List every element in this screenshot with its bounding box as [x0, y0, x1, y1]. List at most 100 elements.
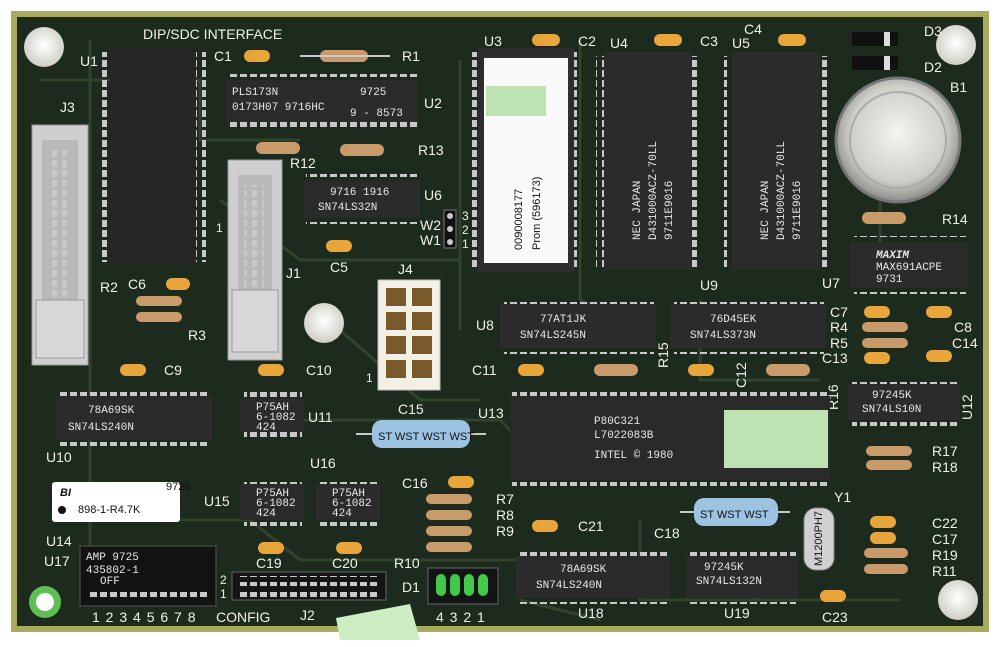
capacitor-c22: [870, 516, 896, 528]
label-u3: U3: [484, 33, 502, 49]
u5-ram: NEC JAPAN D431000ACZ-70LL 9711E9016: [724, 52, 828, 270]
board-title: DIP/SDC INTERFACE: [143, 26, 282, 42]
label-w-pin3: 3: [462, 209, 469, 223]
connector-j4[interactable]: [377, 279, 441, 391]
label-r10: R10: [394, 555, 420, 571]
diode-d3: [852, 32, 898, 46]
label-j2-pin2: 2: [220, 573, 227, 587]
label-c12: C12: [733, 362, 749, 388]
svg-text:9711E9016: 9711E9016: [792, 181, 804, 240]
label-r5: R5: [830, 335, 848, 351]
u9-ic: 76D45EK SN74LS373N: [670, 298, 826, 354]
resistor-r2: [136, 296, 182, 306]
mounting-hole-bottom-right: [938, 580, 978, 620]
svg-text:97245K: 97245K: [704, 562, 744, 574]
capacitor-c6: [166, 278, 190, 290]
d1-led-numbers: 4 3 2 1: [436, 609, 485, 625]
svg-text:D431000ACZ-70LL: D431000ACZ-70LL: [648, 141, 660, 240]
svg-text:76D45EK: 76D45EK: [710, 314, 757, 326]
label-r15: R15: [655, 342, 671, 368]
label-w1: W1: [420, 232, 441, 248]
svg-text:9711E9016: 9711E9016: [664, 181, 676, 240]
u7-ic: MAXIM MAX691ACPE 9731: [850, 236, 968, 294]
svg-text:0090008177: 0090008177: [513, 189, 525, 250]
svg-text:435802-1: 435802-1: [86, 565, 139, 577]
label-c11: C11: [472, 362, 497, 378]
label-u14: U14: [46, 533, 72, 549]
svg-text:SN74LS10N: SN74LS10N: [862, 404, 921, 416]
capacitor-c1: [244, 50, 270, 62]
label-c4: C4: [744, 21, 762, 37]
resistor-r8: [426, 510, 472, 520]
svg-text:78A69SK: 78A69SK: [560, 564, 607, 576]
label-d1: D1: [402, 579, 420, 595]
svg-text:SN74LS132N: SN74LS132N: [696, 576, 762, 588]
label-u12: U12: [959, 394, 975, 420]
resistor-r7: [426, 494, 472, 504]
label-j2: J2: [300, 607, 315, 623]
capacitor-c23: [820, 590, 846, 602]
svg-text:P75AH: P75AH: [256, 488, 289, 500]
svg-text:BI: BI: [60, 487, 72, 499]
u2-ic: PLS173N 9725 0173H07 9716HC 9 - 8573: [226, 74, 418, 130]
capacitor-c15: ST WST WST WST: [356, 420, 486, 448]
svg-text:P80C321: P80C321: [594, 416, 641, 428]
svg-text:6-1082: 6-1082: [256, 412, 296, 424]
label-u19: U19: [724, 605, 750, 621]
resistor-r12: [256, 142, 300, 154]
svg-text:0173H07 9716HC: 0173H07 9716HC: [232, 102, 325, 114]
label-c3: C3: [700, 33, 718, 49]
svg-text:AMP 9725: AMP 9725: [86, 552, 139, 564]
u10-ic: 78A69SK SN74LS240N: [56, 390, 212, 446]
standoff-center: [304, 303, 344, 343]
label-r7: R7: [496, 491, 514, 507]
label-j1-pin1: 1: [216, 221, 223, 235]
svg-text:INTEL © 1980: INTEL © 1980: [594, 450, 673, 462]
svg-text:9716 1916: 9716 1916: [330, 187, 389, 199]
label-j4-pin1: 1: [366, 371, 373, 385]
label-r13: R13: [418, 142, 444, 158]
capacitor-c11: [518, 364, 544, 376]
u14-resistor-network: BI 898-1-R4.7K 9726: [52, 481, 190, 522]
label-w-pin1: 1: [462, 237, 469, 251]
svg-text:9 - 8573: 9 - 8573: [350, 108, 403, 120]
label-u7: U7: [822, 275, 840, 291]
label-j1: J1: [286, 265, 301, 281]
resistor-r9: [426, 526, 472, 536]
svg-text:MAX691ACPE: MAX691ACPE: [876, 262, 942, 274]
u11-ic: P75AH 6-1082 424: [240, 392, 304, 438]
capacitor-c18: ST WST WST: [680, 498, 790, 526]
label-u11: U11: [308, 409, 333, 425]
svg-text:MAXIM: MAXIM: [875, 250, 909, 262]
svg-text:9725: 9725: [360, 87, 386, 99]
connector-j3[interactable]: [31, 124, 89, 366]
svg-text:NEC JAPAN: NEC JAPAN: [760, 181, 772, 240]
svg-text:424: 424: [256, 508, 276, 520]
label-r2: R2: [100, 279, 118, 295]
connector-j1[interactable]: [227, 159, 283, 361]
diode-d2: [852, 56, 898, 70]
green-sticker: [336, 604, 420, 640]
svg-text:898-1-R4.7K: 898-1-R4.7K: [78, 504, 141, 516]
capacitor-c21: [532, 520, 558, 532]
label-c5: C5: [330, 259, 348, 275]
label-u18: U18: [578, 605, 604, 621]
u17-dip-switch[interactable]: AMP 9725 435802-1 OFF: [79, 545, 217, 607]
resistor-r11: [864, 564, 908, 574]
svg-text:ST WST WST WST: ST WST WST WST: [378, 431, 474, 443]
u1-ic: [100, 48, 206, 263]
label-j3: J3: [60, 99, 75, 115]
label-c19: C19: [256, 555, 282, 571]
crystal-y1: [803, 507, 835, 571]
mounting-hole-top-right: [936, 25, 976, 65]
capacitor-c8: [926, 306, 952, 318]
label-u9: U9: [700, 277, 718, 293]
mounting-hole-bottom-left-inner: [36, 593, 54, 611]
connector-j2[interactable]: [231, 571, 387, 601]
svg-text:NEC JAPAN: NEC JAPAN: [632, 181, 644, 240]
resistor-r4: [862, 322, 908, 332]
capacitor-c12: [688, 364, 714, 376]
label-c8: C8: [954, 319, 972, 335]
svg-text:6-1082: 6-1082: [256, 498, 296, 510]
label-c21: C21: [578, 518, 604, 534]
